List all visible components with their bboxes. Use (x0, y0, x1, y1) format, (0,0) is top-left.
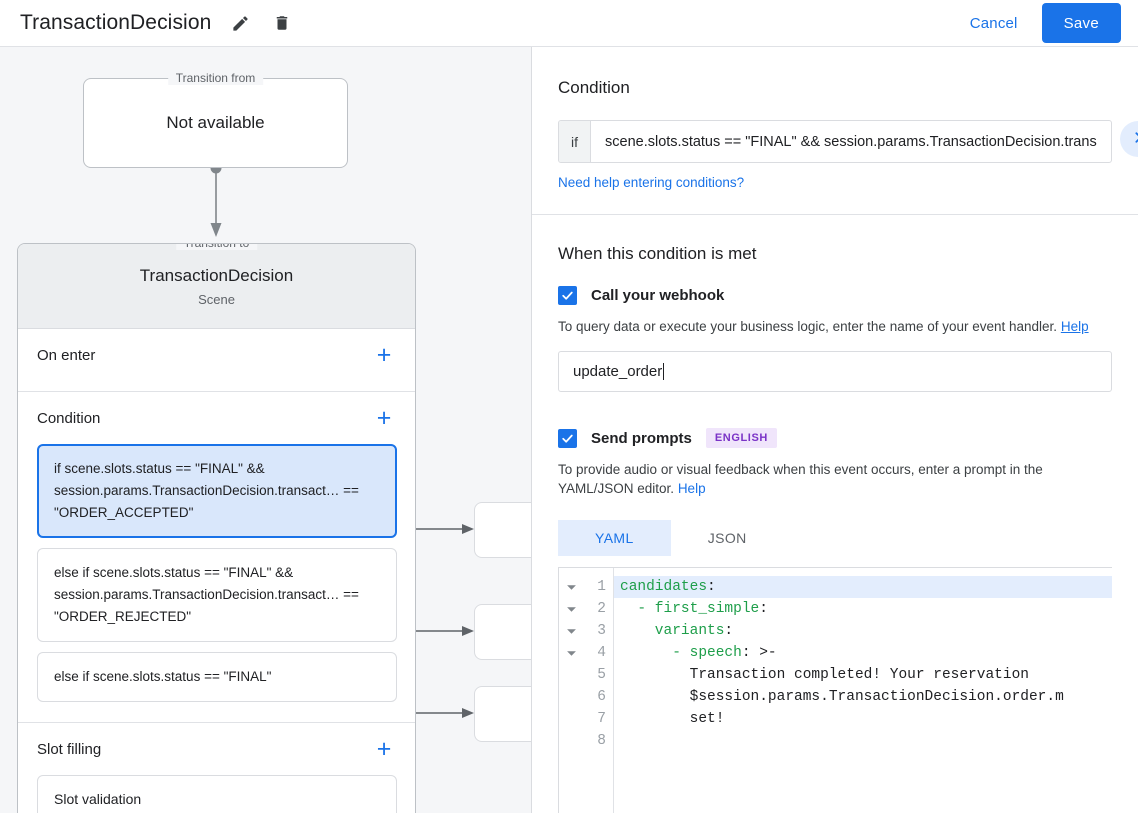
when-condition-met-section: When this condition is met Call your web… (532, 215, 1138, 813)
yaml-key: - speech (620, 645, 742, 661)
section-title-slot-filling: Slot filling (37, 740, 102, 758)
prompts-description-text: To provide audio or visual feedback when… (558, 462, 1043, 496)
section-slot-filling: Slot filling + Slot validation (18, 723, 415, 813)
tab-yaml[interactable]: YAML (558, 520, 671, 556)
prompts-label: Send prompts (591, 429, 692, 447)
top-bar: TransactionDecision Cancel Save (0, 0, 1138, 47)
slot-validation-card[interactable]: Slot validation (37, 775, 397, 813)
code-line: candidates: (614, 576, 1112, 598)
cancel-button[interactable]: Cancel (960, 7, 1028, 40)
webhook-handler-value: update_order (573, 363, 663, 380)
prompts-help-link[interactable]: Help (677, 481, 706, 496)
transition-to-node[interactable]: Transition to TransactionDecision Scene … (17, 243, 416, 813)
line-number: 3 (597, 623, 606, 639)
line-number: 8 (597, 733, 606, 749)
target-node-3[interactable] (474, 686, 531, 742)
webhook-checkbox-row[interactable]: Call your webhook (558, 286, 1112, 305)
pencil-icon (231, 14, 250, 33)
yaml-key: - first_simple (620, 601, 760, 617)
condition-input-row[interactable]: if scene.slots.status == "FINAL" && sess… (558, 120, 1112, 163)
transition-to-title: TransactionDecision (139, 265, 294, 285)
chevron-down-icon (567, 584, 576, 590)
trash-icon (273, 14, 291, 32)
condition-card-1[interactable]: if scene.slots.status == "FINAL" && sess… (37, 444, 397, 538)
add-on-enter-button[interactable]: + (371, 342, 397, 368)
code-line: - speech: >- (620, 645, 777, 661)
webhook-checkbox[interactable] (558, 286, 577, 305)
webhook-handler-input[interactable]: update_order (558, 351, 1112, 392)
chevron-down-icon (567, 650, 576, 656)
edit-name-button[interactable] (227, 10, 253, 36)
chevron-right-icon (1130, 129, 1138, 149)
condition-heading: Condition (558, 78, 630, 97)
transition-to-legend: Transition to (175, 244, 258, 250)
chevron-down-icon (567, 606, 576, 612)
add-condition-button[interactable]: + (371, 405, 397, 431)
webhook-description: To query data or execute your business l… (558, 317, 1112, 336)
fold-toggle-1[interactable] (566, 576, 577, 598)
webhook-label: Call your webhook (591, 287, 725, 304)
editor-fold-gutter[interactable] (559, 568, 584, 813)
tab-json[interactable]: JSON (707, 530, 747, 546)
section-title-condition: Condition (37, 409, 101, 427)
language-badge: ENGLISH (705, 428, 777, 448)
condition-help-link[interactable]: Need help entering conditions? (558, 175, 745, 190)
prompts-checkbox[interactable] (558, 428, 577, 448)
editor-format-tabs: YAML JSON (558, 520, 1112, 556)
section-condition: Condition + if scene.slots.status == "FI… (18, 392, 415, 723)
webhook-description-text: To query data or execute your business l… (558, 319, 1058, 334)
yaml-key: variants (620, 623, 725, 639)
code-line: set! (620, 711, 725, 727)
flow-canvas[interactable]: Transition from Not available Transition… (0, 47, 531, 813)
condition-card-3[interactable]: else if scene.slots.status == "FINAL" (37, 652, 397, 702)
fold-toggle-2[interactable] (566, 598, 577, 620)
editor-line-numbers: 1 2 3 4 5 6 7 8 (584, 568, 614, 813)
condition-section: Condition if scene.slots.status == "FINA… (532, 47, 1138, 215)
chevron-down-icon (567, 628, 576, 634)
save-button[interactable]: Save (1041, 3, 1121, 43)
section-title-on-enter: On enter (37, 346, 96, 364)
condition-input[interactable]: scene.slots.status == "FINAL" && session… (605, 133, 1097, 150)
prompts-checkbox-row[interactable]: Send prompts ENGLISH (558, 428, 1112, 448)
transition-from-legend: Transition from (167, 71, 264, 85)
target-node-1[interactable] (474, 502, 531, 558)
line-number: 6 (597, 689, 606, 705)
details-panel: Condition if scene.slots.status == "FINA… (531, 47, 1138, 813)
prompts-description: To provide audio or visual feedback when… (558, 460, 1112, 498)
expand-panel-button[interactable] (1120, 121, 1138, 157)
transition-to-header: TransactionDecision Scene (18, 244, 415, 329)
code-line: - first_simple: (620, 601, 768, 617)
checkmark-icon (562, 434, 573, 443)
target-node-2[interactable] (474, 604, 531, 660)
checkmark-icon (562, 291, 573, 300)
code-line (620, 730, 1112, 752)
code-line: $session.params.TransactionDecision.orde… (620, 689, 1064, 705)
line-number: 5 (597, 667, 606, 683)
if-label: if (559, 121, 591, 162)
add-slot-filling-button[interactable]: + (371, 736, 397, 762)
transition-from-node[interactable]: Transition from Not available (83, 71, 348, 168)
line-number: 4 (597, 645, 606, 661)
line-number: 7 (597, 711, 606, 727)
page-title: TransactionDecision (20, 11, 212, 34)
fold-toggle-4[interactable] (566, 642, 577, 664)
code-line: variants: (620, 623, 734, 639)
section-on-enter: On enter + (18, 329, 415, 392)
yaml-editor[interactable]: 1 2 3 4 5 6 7 8 candidates: - first_simp… (558, 567, 1112, 813)
when-condition-met-heading: When this condition is met (558, 244, 757, 263)
delete-button[interactable] (269, 10, 295, 36)
fold-toggle-3[interactable] (566, 620, 577, 642)
line-number: 1 (597, 579, 606, 595)
transition-from-value: Not available (166, 113, 265, 132)
yaml-key: candidates (620, 579, 708, 595)
editor-code-area[interactable]: candidates: - first_simple: variants: - … (614, 568, 1112, 813)
webhook-help-link[interactable]: Help (1060, 319, 1089, 334)
line-number: 2 (597, 601, 606, 617)
text-caret (663, 363, 665, 380)
transition-to-subtitle: Scene (198, 291, 235, 307)
condition-card-2[interactable]: else if scene.slots.status == "FINAL" &&… (37, 548, 397, 642)
code-line: Transaction completed! Your reservation (620, 667, 1029, 683)
